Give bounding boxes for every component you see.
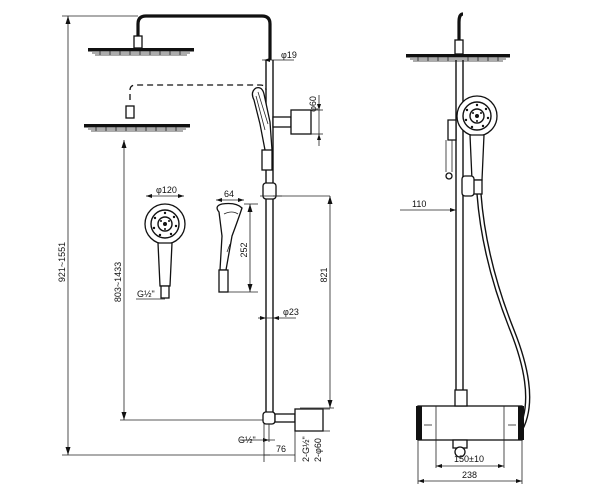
- mixer-outlet: G½" 76 2-G½" 2-φ60: [238, 408, 330, 462]
- dim-outlet-offset: 76: [276, 444, 286, 454]
- side-view: 110 150±10: [400, 12, 531, 484]
- dim-handshower-length: 252: [239, 242, 249, 257]
- dim-outlet-connection: G½": [238, 435, 256, 445]
- dim-bracket-diameter: φ60: [308, 96, 318, 112]
- front-view: 921~1551: [57, 14, 334, 462]
- dim-wall-offset: 110: [412, 199, 426, 209]
- dimension-rail-height: 821: [273, 195, 334, 409]
- side-wall-bracket: [445, 119, 457, 180]
- dim-height-showerhead: 803~1433: [113, 262, 123, 302]
- dim-top-pipe-diameter: φ19: [281, 50, 297, 60]
- side-handshower: [456, 95, 498, 197]
- dim-handshower-diameter: φ120: [156, 185, 177, 195]
- handshower-side-view: 64 252: [216, 189, 258, 293]
- side-hose: [476, 193, 531, 435]
- handshower-face-view: φ120 G½": [136, 185, 186, 300]
- dim-rail-height: 821: [319, 267, 329, 282]
- dim-inlet-connection: 2-G½": [301, 436, 311, 462]
- wall-bracket: φ60: [272, 95, 323, 146]
- overhead-shower-lowest: [84, 84, 267, 132]
- dim-inlet-cover: 2-φ60: [313, 438, 323, 462]
- side-mixer: [416, 389, 524, 458]
- dim-height-adjustable: 921~1551: [57, 242, 67, 282]
- dim-handshower-connection: G½": [137, 289, 155, 299]
- dimension-inlet-spacing: 150±10: [435, 440, 505, 468]
- dimension-mixer-width: 238: [417, 440, 523, 484]
- dimension-top-pipe: φ19: [262, 50, 297, 62]
- dimension-showerhead-height: 803~1433: [113, 140, 270, 421]
- dimension-overall-height: 921~1551: [57, 15, 270, 456]
- dimension-rail: φ23: [258, 307, 299, 320]
- dim-handshower-depth: 64: [224, 189, 234, 199]
- dim-mixer-width: 238: [462, 470, 477, 480]
- dim-rail-diameter: φ23: [283, 307, 299, 317]
- overhead-shower-top: [88, 14, 272, 60]
- dimension-wall-offset: 110: [400, 199, 456, 212]
- dim-inlet-spacing: 150±10: [454, 454, 484, 464]
- side-overhead-shower: [406, 12, 510, 62]
- handshower-on-rail: [251, 86, 282, 200]
